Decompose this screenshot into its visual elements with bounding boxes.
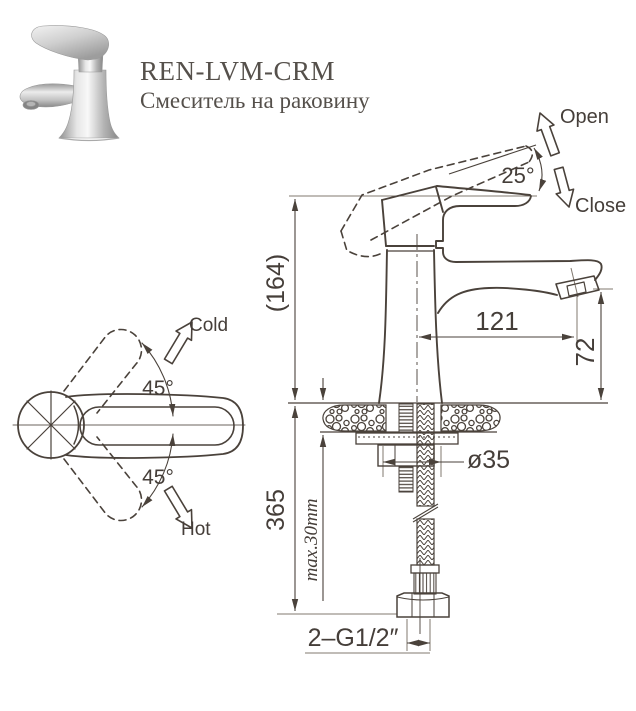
topview-diagonal-2 [26, 400, 76, 450]
flex-hose-lower [416, 518, 435, 566]
close-arrow-icon [553, 166, 575, 208]
title-block: REN-LVM-CRM Смеситель на раковину [140, 56, 370, 113]
swing-lower-text: 45° [142, 466, 174, 489]
dim-spout-reach-text: 121 [475, 306, 518, 336]
open-handle-tip [525, 145, 534, 163]
topview-handle-dashed-upper [63, 328, 143, 414]
photo-base-shadow [58, 137, 120, 142]
dimension-lines [291, 144, 605, 647]
dim-overall-height-text: (164) [262, 254, 290, 312]
threaded-stud-lower [398, 466, 414, 493]
centerlines [416, 234, 421, 634]
mounting-flange [355, 432, 459, 445]
aerator-outline [555, 275, 600, 300]
topview-handle-inner [79, 406, 235, 446]
hot-label: Hot [181, 519, 211, 540]
angle-reference-line [448, 144, 537, 175]
topview-neck-arc [73, 405, 80, 445]
hose-ferrule [410, 564, 440, 574]
threaded-stud-upper [398, 403, 414, 434]
dim-hole-diameter-text: ø35 [467, 446, 510, 474]
top-view [12, 321, 246, 529]
topview-handle-silhouette [65, 393, 244, 459]
flex-hose-upper [416, 403, 435, 507]
hose-break-mark-1 [412, 503, 439, 520]
hot-arrow-icon [163, 485, 193, 529]
handle-motion-arrows [536, 112, 575, 208]
cap-top-edge [381, 185, 438, 201]
cold-arrow-icon [163, 321, 193, 365]
product-photo [19, 25, 120, 142]
cap-seam [435, 186, 444, 213]
countertop-left-block [322, 404, 387, 432]
countertop-section [288, 402, 608, 433]
dim-under-counter-text: 365 [262, 489, 290, 531]
body-right-edge [433, 249, 443, 404]
aerator-insert [566, 281, 587, 297]
angle-arc-25 [533, 147, 547, 192]
open-handle-base-arc [349, 251, 381, 258]
hose-nut [396, 592, 450, 618]
topview-handle-dashed-lower [63, 436, 143, 522]
product-model: REN-LVM-CRM [140, 56, 335, 86]
cap-left-edge [381, 199, 387, 247]
swing-upper-text: 45° [142, 377, 174, 400]
countertop-right-block [440, 404, 501, 432]
aerator-axis-tick [570, 267, 579, 298]
reference-lines [277, 195, 613, 654]
cold-label: Cold [189, 315, 228, 336]
hose-break-mark-2 [412, 506, 439, 523]
mounting-hardware [355, 403, 459, 618]
product-name: Смеситель на раковину [140, 88, 370, 113]
lever-neck-spout-top [435, 195, 603, 281]
hose-nut-chamfer [396, 596, 450, 601]
hose-crimp [413, 572, 437, 595]
photo-lever [31, 25, 109, 61]
dim-spout-height-text: 72 [570, 338, 600, 367]
swing-arc-upper [141, 342, 176, 417]
handle-angle-text: 25° [501, 163, 534, 188]
body-left-edge [378, 249, 388, 404]
dimension-texts: (164) 365 max.30mm 121 72 ø35 2–G1/2″ 25… [142, 106, 626, 652]
dim-connection-text: 2–G1/2″ [308, 624, 399, 652]
open-handle-top-edge [340, 145, 527, 232]
swing-arc-lower [141, 433, 176, 508]
open-handle-bottom-edge [370, 161, 530, 241]
spout-underside [437, 286, 558, 314]
close-label: Close [575, 195, 626, 217]
photo-aerator-tip [26, 101, 36, 107]
open-arrow-icon [536, 112, 561, 157]
side-view-outline [378, 185, 603, 404]
open-label: Open [560, 106, 609, 128]
lever-top-edge [436, 185, 531, 196]
dim-counter-thickness-text: max.30mm [301, 499, 322, 582]
open-handle-dashed [340, 145, 534, 258]
open-handle-left-edge [340, 230, 348, 252]
